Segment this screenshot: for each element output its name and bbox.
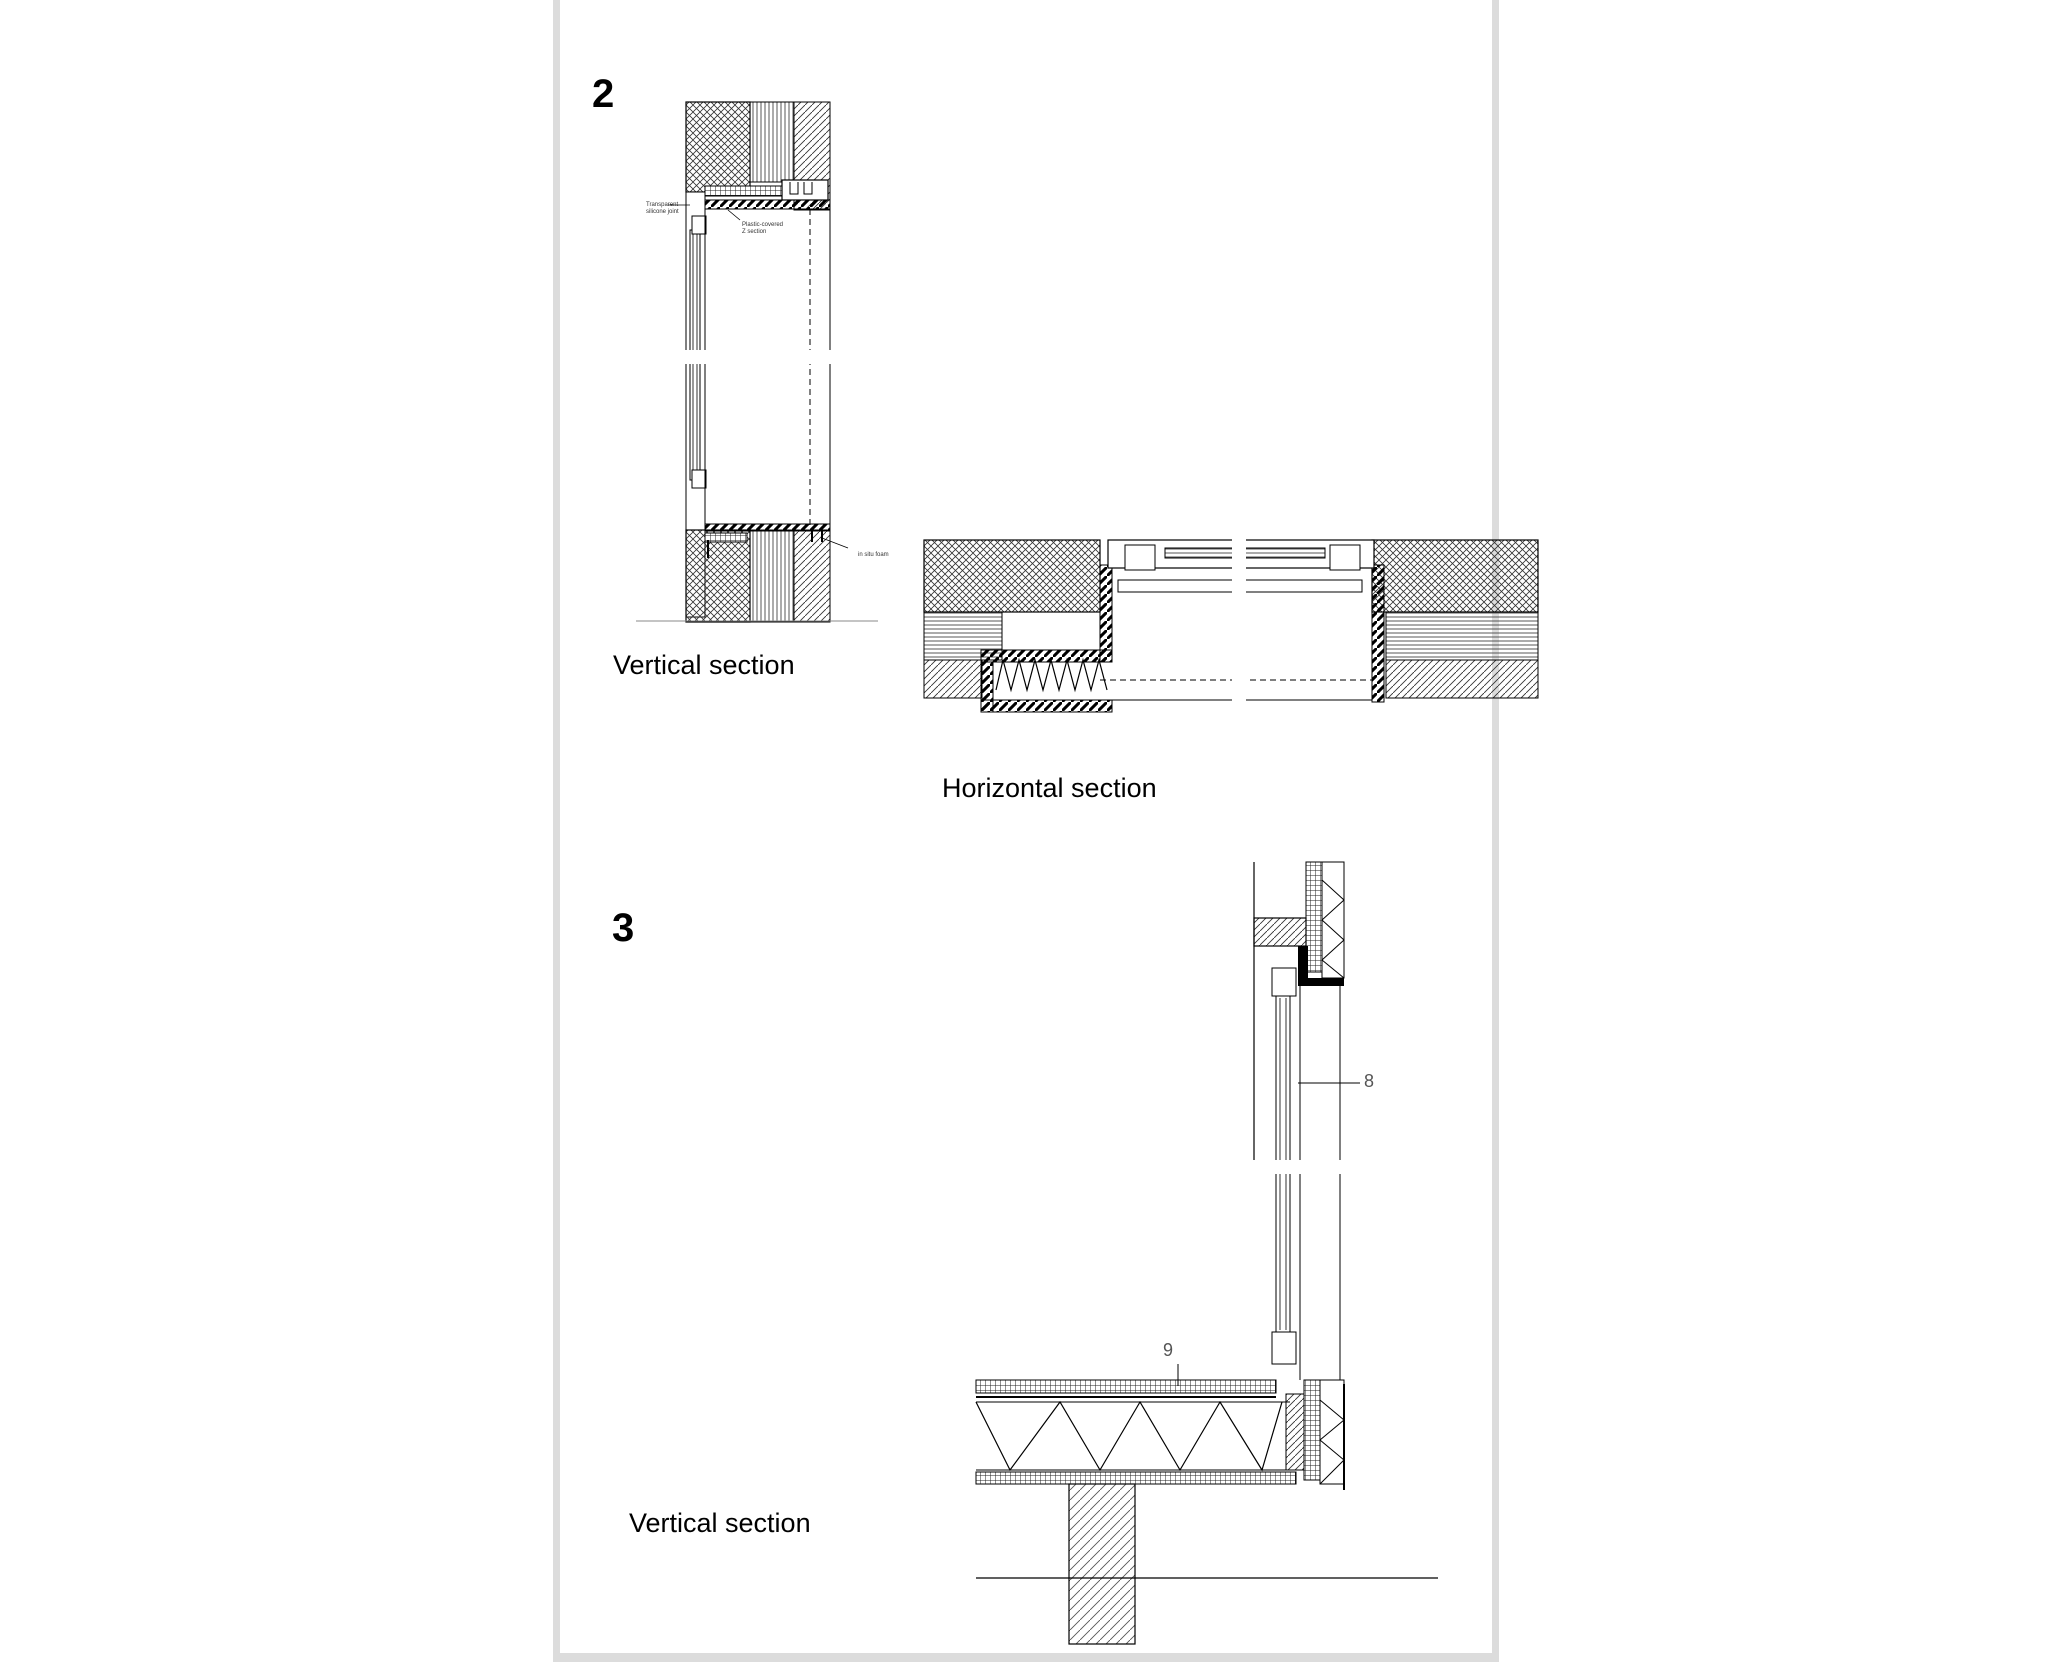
note-transparent-joint: Transparent silicone joint	[646, 202, 679, 216]
detail-2-vertical-section	[636, 101, 878, 623]
note-z-section-line2: Z section	[742, 229, 767, 235]
callout-8: 8	[1364, 1071, 1375, 1091]
detail-2-horizontal-caption: Horizontal section	[942, 773, 1157, 803]
detail-2-vertical-caption: Vertical section	[613, 650, 795, 680]
detail-3-caption: Vertical section	[629, 1508, 811, 1538]
note-transparent-line1: Transparent	[646, 202, 679, 208]
detail-3-number: 3	[612, 906, 635, 950]
detail-2-horizontal-section	[923, 535, 1539, 713]
callout-9: 9	[1163, 1340, 1174, 1360]
note-z-section: Plastic-covered Z section	[742, 222, 783, 236]
note-foam: in situ foam	[858, 552, 889, 558]
note-transparent-line2: silicone joint	[646, 209, 679, 215]
detail-2-number: 2	[592, 72, 615, 116]
detail-3-vertical-section	[975, 861, 1438, 1645]
note-z-section-line1: Plastic-covered	[742, 222, 784, 228]
